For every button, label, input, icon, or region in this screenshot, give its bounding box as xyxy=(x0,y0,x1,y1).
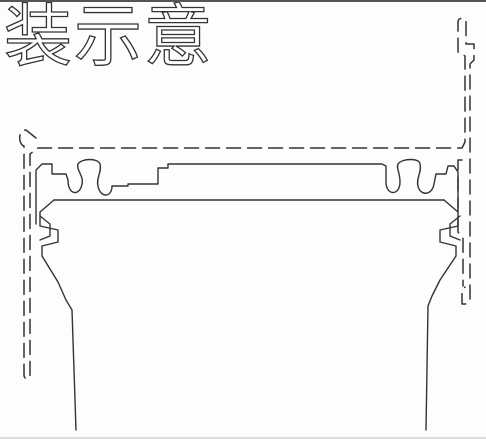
solid-clip-profile xyxy=(35,158,459,225)
dashed-outer-profile xyxy=(19,17,475,380)
diagram-title: 装示意 xyxy=(3,0,215,77)
left-groove-inner xyxy=(39,215,51,241)
dashed-right-return xyxy=(457,159,464,287)
right-groove-inner xyxy=(449,215,461,241)
housing-right-wall xyxy=(425,199,459,431)
housing-left-wall xyxy=(39,199,77,431)
